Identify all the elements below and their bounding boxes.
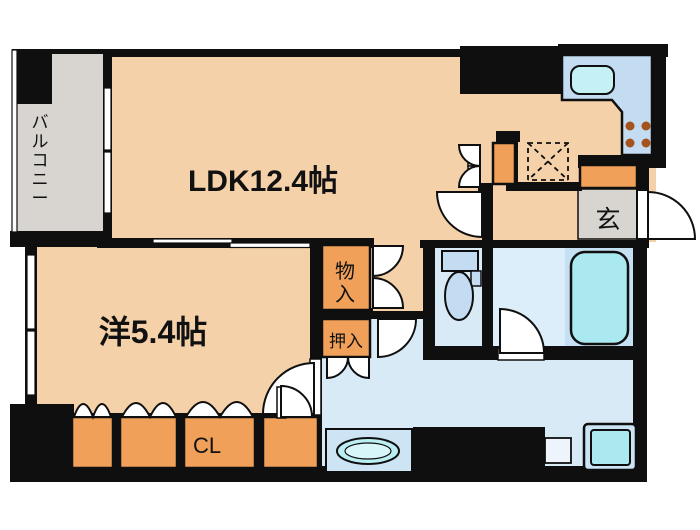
door-ldk-hall	[435, 191, 483, 239]
burner-icon	[625, 138, 635, 148]
toilet	[441, 250, 482, 321]
stove-burners	[625, 121, 651, 148]
shoe-cabinet	[578, 163, 639, 190]
wall-right-lower	[633, 240, 647, 482]
small-cabinet	[544, 437, 572, 464]
closet-cl-box-2	[118, 415, 179, 470]
wall-top-right-pillar	[460, 46, 562, 94]
label-balcony-char: バ	[32, 113, 49, 132]
door-corridor-washroom	[377, 318, 418, 359]
washing-machine-tub	[590, 429, 631, 466]
wall-right-upper	[637, 166, 649, 192]
door-cl-folding-3	[184, 401, 255, 420]
door-monoire-top	[372, 245, 405, 278]
wall-hall-stub	[478, 183, 493, 192]
wall-storage-divider	[322, 308, 373, 319]
label-ldk: LDK12.4帖	[188, 165, 338, 198]
closet-cl-box-4	[261, 415, 320, 470]
door-oshiire-right	[346, 356, 370, 380]
wall-balcony-corner-block	[12, 49, 52, 104]
label-entrance: 玄	[595, 206, 620, 234]
burner-icon	[641, 138, 651, 148]
wall-sanitary-top	[420, 240, 645, 248]
label-western-room: 洋5.4帖	[99, 314, 208, 350]
label-balcony: バ ル コ ニ ー	[32, 113, 49, 208]
vanity-basin-inner	[344, 442, 392, 460]
counter-block	[413, 427, 545, 473]
label-balcony-char: コ	[32, 151, 49, 170]
door-monoire-bottom	[372, 276, 405, 309]
wall-balcony-top	[12, 49, 105, 54]
label-balcony-char: ル	[32, 132, 49, 151]
toilet-lever	[470, 270, 482, 287]
windows	[11, 49, 311, 396]
sliding-door-panel-2	[229, 242, 311, 249]
wall-toilet-bath-divider	[482, 186, 493, 360]
fixtures	[325, 250, 638, 473]
washing-machine	[582, 422, 638, 472]
kitchen	[527, 53, 654, 181]
hall-storage-box	[491, 141, 517, 186]
toilet-tank	[441, 250, 479, 272]
burner-icon	[625, 121, 635, 131]
wall-ldk-western-left	[97, 238, 155, 248]
western-room-floor	[35, 246, 312, 413]
label-storage: 物 入	[335, 260, 355, 306]
storage-monoire-box	[320, 243, 372, 312]
label-oshiire: 押入	[329, 332, 363, 351]
refrigerator-space	[527, 142, 569, 181]
balcony-railing	[11, 49, 18, 233]
label-balcony-char: ニ	[32, 170, 49, 189]
window-balcony-2	[103, 151, 112, 214]
wall-balcony-bottom	[10, 231, 107, 247]
wall-corridor-bottom	[368, 311, 430, 319]
burner-icon	[641, 121, 651, 131]
door-cl-folding-2	[120, 402, 178, 420]
window-western-1	[26, 254, 36, 330]
wall-hall-top	[506, 182, 582, 191]
doors	[72, 144, 697, 420]
bathtub	[569, 250, 630, 346]
refrigerator-cross-2	[527, 142, 569, 181]
label-storage-char: 入	[335, 284, 355, 306]
sliding-door-panel-1	[152, 238, 233, 244]
wall-ldk-top	[103, 49, 463, 57]
closet-cl-box-1	[70, 415, 115, 470]
door-hall-storage-bottom	[457, 164, 481, 188]
wall-storage-top	[310, 238, 374, 248]
door-cl-folding-1	[72, 403, 113, 420]
label-storage-char: 物	[335, 260, 355, 283]
door-cl-swing-4	[280, 384, 314, 418]
vanity-sink	[325, 428, 413, 473]
door-entrance-swing	[647, 190, 697, 240]
window-western-2	[26, 330, 36, 396]
closet-oshiire-box	[320, 317, 372, 359]
label-balcony-char: ー	[32, 189, 49, 208]
kitchen-sink	[570, 65, 615, 95]
toilet-bowl	[444, 271, 474, 321]
door-bathroom	[499, 307, 546, 354]
closet-cl-box-3	[182, 415, 257, 470]
storage-units	[70, 141, 639, 470]
window-balcony-1	[103, 87, 112, 151]
labels: LDK12.4帖 洋5.4帖 バ ル コ ニ ー 玄 物 入 押入 CL	[32, 113, 621, 458]
refrigerator-outline	[527, 142, 569, 181]
wall-toilet-left	[423, 240, 435, 358]
wall-kitchen-right	[652, 44, 666, 168]
door-entrance-leaf	[636, 189, 649, 240]
label-closet-cl: CL	[193, 433, 221, 458]
